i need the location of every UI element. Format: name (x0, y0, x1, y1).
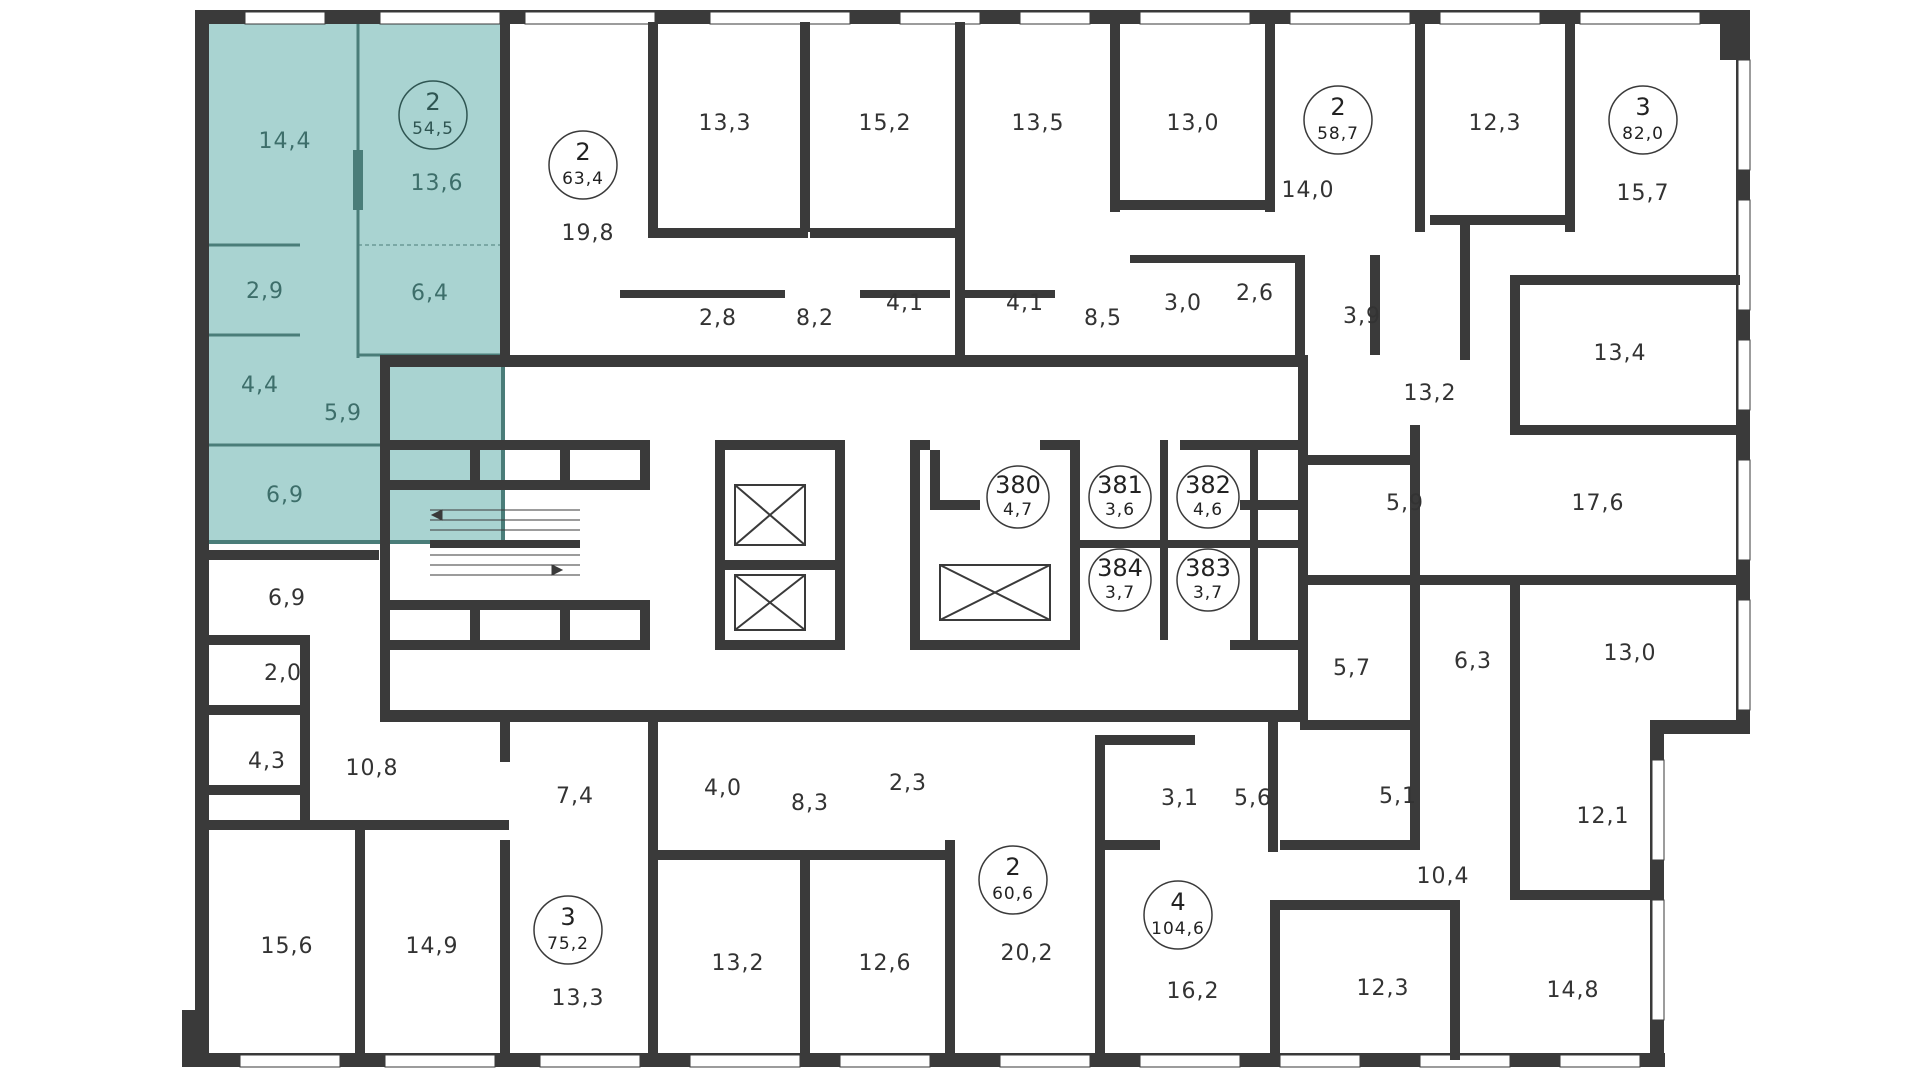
apt-rooms: 2 (575, 138, 590, 166)
room-area: 4,3 (248, 749, 286, 774)
room-area: 8,5 (1084, 306, 1122, 331)
room-area: 5,9 (324, 401, 362, 426)
room-area: 8,2 (796, 306, 834, 331)
room-area: 15,2 (859, 111, 912, 136)
room-area: 12,6 (859, 951, 912, 976)
room-area: 4,1 (886, 291, 924, 316)
storage-number: 381 (1097, 471, 1143, 499)
room-area: 3,1 (1161, 786, 1199, 811)
apt-area: 60,6 (992, 884, 1034, 904)
room-area: 13,3 (552, 986, 605, 1011)
room-area: 4,4 (241, 373, 279, 398)
apartment-markers (398, 80, 1678, 965)
apt-rooms: 2 (425, 88, 440, 116)
storage-area: 4,7 (1003, 500, 1033, 520)
storage-area: 3,7 (1193, 583, 1223, 603)
apt-rooms: 2 (1330, 93, 1345, 121)
room-area: 12,3 (1357, 976, 1410, 1001)
room-area: 13,0 (1604, 641, 1657, 666)
room-area: 13,2 (712, 951, 765, 976)
room-area: 14,4 (259, 129, 312, 154)
room-area: 13,5 (1012, 111, 1065, 136)
storage-number: 380 (995, 471, 1041, 499)
staircase (430, 509, 580, 576)
room-area: 6,4 (411, 281, 449, 306)
room-area: 2,3 (889, 771, 927, 796)
storage-number: 383 (1185, 554, 1231, 582)
interior-walls (209, 22, 1740, 1060)
room-area: 6,9 (266, 483, 304, 508)
room-area: 3,9 (1343, 304, 1381, 329)
room-area: 15,6 (261, 934, 314, 959)
room-area: 2,8 (699, 306, 737, 331)
room-area: 8,3 (791, 791, 829, 816)
windows (239, 11, 1751, 1068)
room-area: 12,3 (1469, 111, 1522, 136)
room-area: 5,6 (1234, 786, 1272, 811)
storage-number: 382 (1185, 471, 1231, 499)
room-area: 19,8 (562, 221, 615, 246)
apt-area: 63,4 (562, 169, 604, 189)
room-area: 17,6 (1572, 491, 1625, 516)
room-area: 12,1 (1577, 804, 1630, 829)
room-area: 13,2 (1404, 381, 1457, 406)
room-area: 5,7 (1333, 656, 1371, 681)
room-area: 2,6 (1236, 281, 1274, 306)
apt-area: 54,5 (412, 119, 454, 139)
room-area: 13,0 (1167, 111, 1220, 136)
room-area: 10,8 (346, 756, 399, 781)
room-area: 13,6 (411, 171, 464, 196)
room-area: 6,3 (1454, 649, 1492, 674)
room-area: 16,2 (1167, 979, 1220, 1004)
highlighted-apartment[interactable] (205, 22, 503, 542)
storage-area: 3,6 (1105, 500, 1135, 520)
room-area: 4,1 (1006, 291, 1044, 316)
room-area: 5,1 (1379, 784, 1417, 809)
apt-rooms: 2 (1005, 853, 1020, 881)
apt-area: 82,0 (1622, 124, 1664, 144)
room-area: 2,9 (246, 279, 284, 304)
room-area: 10,4 (1417, 864, 1470, 889)
room-area: 5,9 (1386, 491, 1424, 516)
storage-area: 4,6 (1193, 500, 1223, 520)
room-area: 13,4 (1594, 341, 1647, 366)
room-area: 14,9 (406, 934, 459, 959)
elevators (734, 484, 1051, 631)
apt-area: 75,2 (547, 934, 589, 954)
room-area: 4,0 (704, 776, 742, 801)
room-area: 15,7 (1617, 181, 1670, 206)
storage-number: 384 (1097, 554, 1143, 582)
apt-rooms: 3 (1635, 93, 1650, 121)
room-area: 14,8 (1547, 978, 1600, 1003)
apt-rooms: 4 (1170, 888, 1185, 916)
room-labels: 14,4 13,6 2,9 6,4 4,4 5,9 6,9 19,8 13,3 … (241, 111, 1670, 1011)
room-area: 6,9 (268, 586, 306, 611)
room-area: 20,2 (1001, 941, 1054, 966)
apt-area: 58,7 (1317, 124, 1359, 144)
apt-area: 104,6 (1151, 919, 1205, 939)
storage-area: 3,7 (1105, 583, 1135, 603)
room-area: 14,0 (1282, 178, 1335, 203)
room-area: 2,0 (264, 661, 302, 686)
apt-rooms: 3 (560, 903, 575, 931)
room-area: 13,3 (699, 111, 752, 136)
room-area: 7,4 (556, 784, 594, 809)
room-area: 3,0 (1164, 291, 1202, 316)
